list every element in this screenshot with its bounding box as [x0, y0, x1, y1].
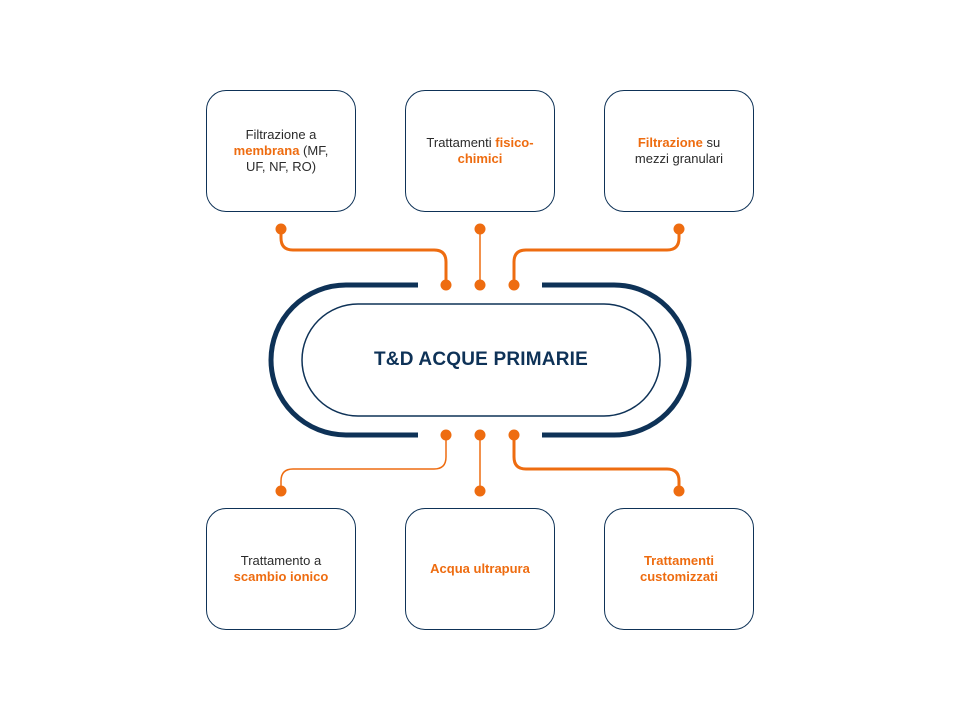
- box-granular-media-filtration: Filtrazione su mezzi granulari: [604, 90, 754, 212]
- dot-top-right-box: [673, 223, 685, 235]
- box-text-highlight: fisico-chimici: [457, 135, 534, 166]
- box-text-post: su mezzi granulari: [634, 135, 724, 166]
- center-pill: [301, 303, 661, 417]
- outer-frame-right: [542, 282, 692, 438]
- box-physico-chemical: Trattamenti fisico-chimici: [405, 90, 555, 212]
- dot-top-left-frame: [440, 279, 452, 291]
- box-custom-treatments: Trattamenti customizzati: [604, 508, 754, 630]
- box-text-highlight: Filtrazione: [637, 135, 703, 150]
- box-physico-chemical-text: Trattamenti fisico-chimici: [418, 135, 542, 167]
- dot-bottom-left-frame: [440, 429, 452, 441]
- box-granular-media-filtration-text: Filtrazione su mezzi granulari: [623, 135, 735, 167]
- box-membrane-filtration: Filtrazione a membrana (MF, UF, NF, RO): [206, 90, 356, 212]
- box-text-highlight: Trattamenti customizzati: [639, 553, 718, 584]
- box-text-pre: Trattamenti: [426, 135, 496, 150]
- connector-bottom-left: [280, 435, 447, 491]
- dot-top-center-frame: [474, 279, 486, 291]
- dot-bottom-center-box: [474, 485, 486, 497]
- outer-frame-left: [268, 282, 418, 438]
- dot-top-left-box: [275, 223, 287, 235]
- connector-top-left: [279, 229, 448, 285]
- dot-top-right-frame: [508, 279, 520, 291]
- dot-bottom-right-box: [673, 485, 685, 497]
- dot-bottom-center-frame: [474, 429, 486, 441]
- box-text-highlight: membrana: [233, 143, 300, 158]
- connector-top-right: [512, 229, 681, 285]
- box-text-highlight: scambio ionico: [233, 569, 329, 584]
- box-custom-treatments-text: Trattamenti customizzati: [629, 553, 729, 585]
- box-ultrapure-water: Acqua ultrapura: [405, 508, 555, 630]
- box-membrane-filtration-text: Filtrazione a membrana (MF, UF, NF, RO): [232, 127, 330, 175]
- box-text-post: (MF, UF, NF, RO): [245, 143, 329, 174]
- box-ultrapure-water-text: Acqua ultrapura: [418, 561, 542, 577]
- box-text-pre: Filtrazione a: [245, 127, 317, 142]
- box-text-pre: Trattamento a: [240, 553, 322, 568]
- box-text-highlight: Acqua ultrapura: [430, 561, 530, 576]
- box-ion-exchange: Trattamento a scambio ionico: [206, 508, 356, 630]
- dot-top-center-box: [474, 223, 486, 235]
- box-ion-exchange-text: Trattamento a scambio ionico: [225, 553, 337, 585]
- dot-bottom-right-frame: [508, 429, 520, 441]
- connector-bottom-right: [512, 435, 681, 491]
- dot-bottom-left-box: [275, 485, 287, 497]
- center-title: T&D ACQUE PRIMARIE: [373, 349, 588, 370]
